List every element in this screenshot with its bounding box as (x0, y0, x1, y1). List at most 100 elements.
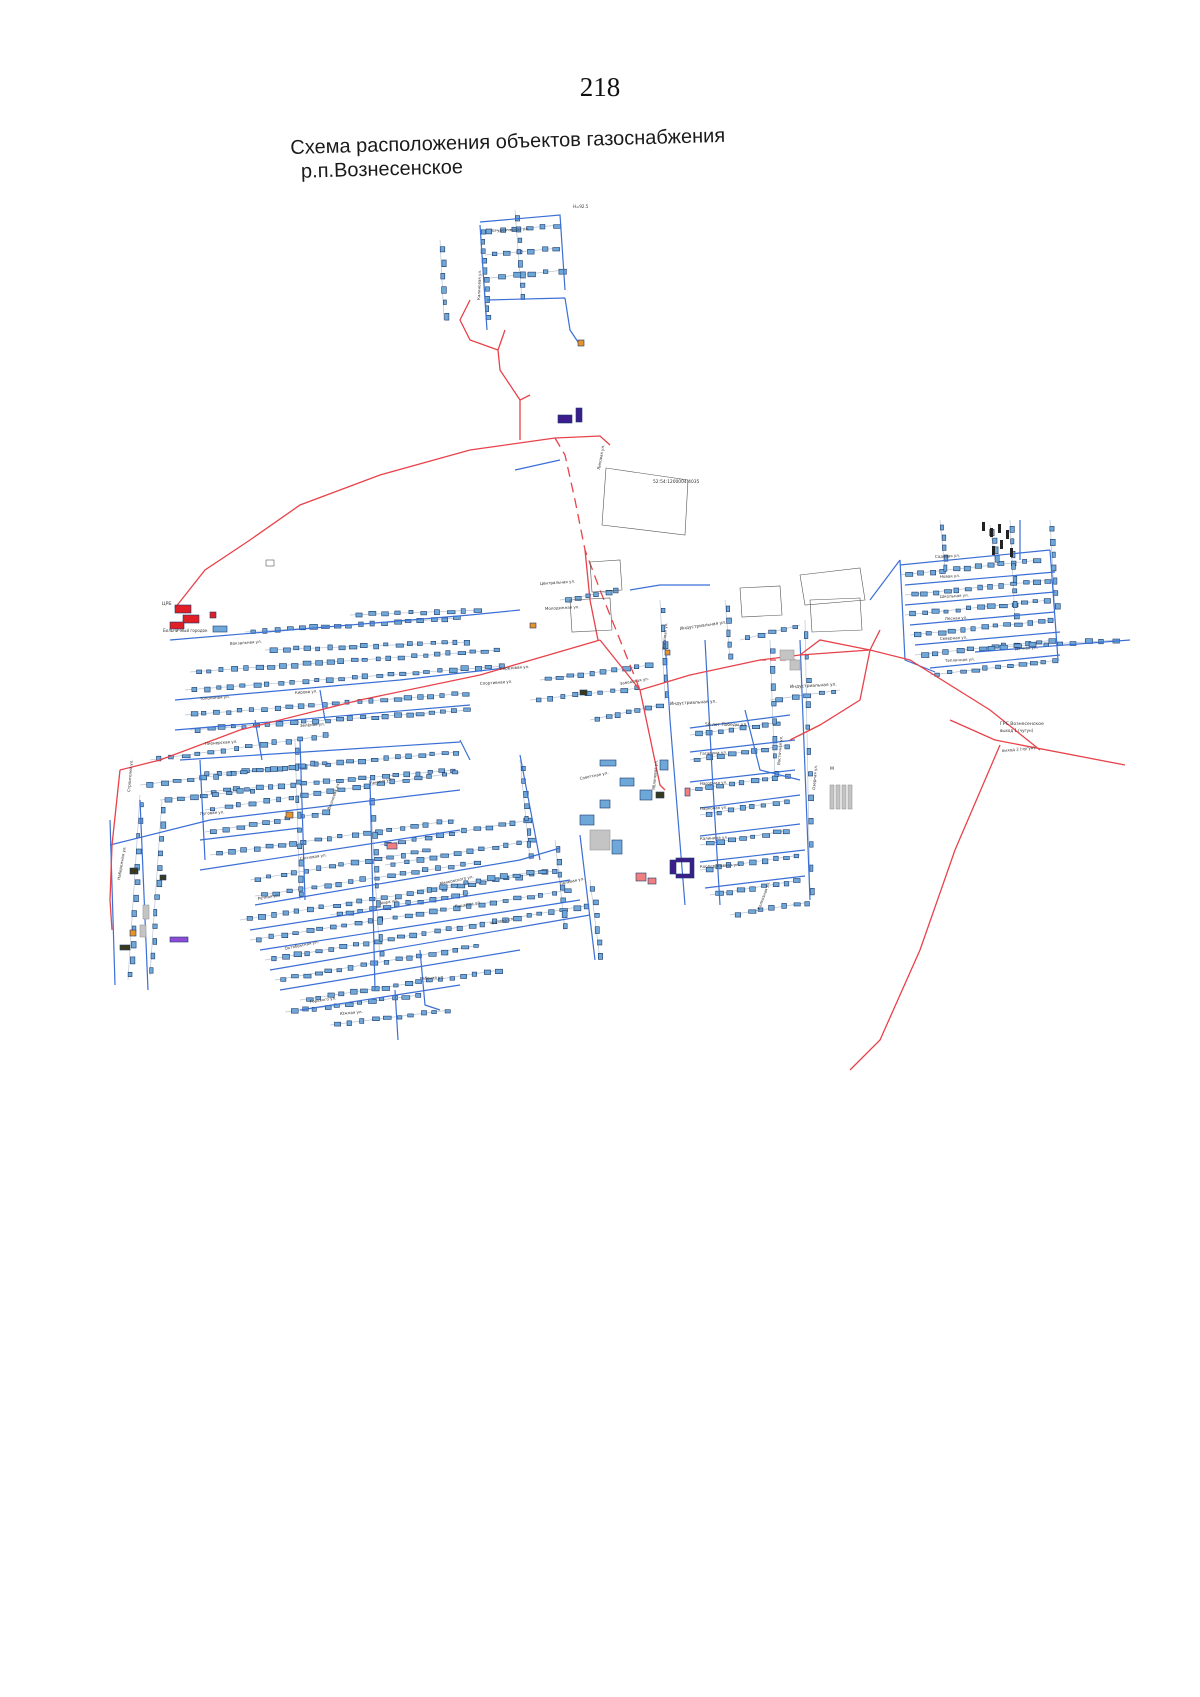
building (589, 886, 595, 892)
building (772, 801, 780, 806)
low-pressure-pipe (799, 639, 811, 901)
building (466, 903, 472, 909)
building (281, 932, 289, 938)
building (512, 873, 521, 878)
building (322, 732, 329, 738)
pink-object (386, 842, 398, 850)
building (552, 891, 557, 896)
building (395, 643, 404, 648)
building (453, 905, 461, 912)
building (393, 983, 399, 988)
building (966, 605, 972, 611)
building (462, 692, 470, 697)
building (772, 829, 782, 834)
low-pressure-pipe (259, 899, 581, 951)
building (190, 711, 199, 717)
building (228, 848, 236, 855)
building (360, 642, 368, 648)
building (302, 679, 310, 685)
building (473, 608, 482, 613)
building (544, 676, 552, 681)
building (771, 700, 777, 707)
high-pressure-pipe (789, 649, 871, 741)
building (277, 766, 284, 772)
building (434, 651, 441, 657)
low-pressure-pipe (629, 584, 710, 591)
label-gorkogo: Горького ул. (309, 995, 336, 1004)
building (517, 260, 523, 268)
building (783, 881, 790, 887)
dark-object (159, 874, 167, 881)
building (995, 664, 1001, 670)
building (282, 910, 289, 916)
building (328, 947, 335, 952)
boiler-house (209, 611, 217, 619)
building (290, 720, 299, 726)
building (560, 897, 566, 903)
land-plot (601, 467, 689, 536)
building (397, 1015, 403, 1020)
building (337, 833, 343, 839)
building (444, 312, 450, 321)
building (768, 629, 777, 634)
building (491, 251, 498, 257)
building (381, 611, 389, 617)
building (386, 827, 393, 832)
building (414, 775, 423, 781)
building (808, 817, 814, 825)
building (374, 883, 379, 889)
building (780, 627, 787, 632)
boiler-house (182, 614, 200, 624)
building (409, 932, 417, 939)
building (136, 848, 142, 855)
dark-object (129, 867, 139, 875)
building (966, 646, 975, 652)
pink-object (635, 872, 647, 882)
building (426, 774, 432, 779)
building (942, 649, 949, 655)
label-pushkina: Пушкина ул. (454, 899, 481, 909)
building (427, 694, 434, 700)
building (236, 788, 244, 794)
building (781, 903, 787, 909)
building (922, 610, 929, 615)
label-lipovaya: Липовая ул. (596, 444, 605, 470)
low-pressure-pipe (699, 794, 801, 809)
high-pressure-pipe (497, 329, 521, 401)
building (207, 750, 215, 755)
building (440, 272, 446, 280)
building (326, 836, 332, 842)
high-pressure-pipe (799, 639, 871, 656)
building (761, 883, 767, 888)
building (239, 683, 246, 688)
building (1023, 580, 1030, 585)
building (152, 923, 158, 929)
building (783, 856, 790, 860)
label-parkovaya: Парковая ул. (700, 805, 728, 811)
building (374, 866, 380, 873)
building (300, 792, 309, 798)
building (594, 912, 600, 918)
building (130, 956, 136, 965)
building (715, 864, 722, 870)
low-pressure-pipe (319, 689, 326, 721)
building (363, 941, 370, 947)
building (639, 789, 653, 801)
high-pressure-pipe (849, 744, 1001, 1071)
building (485, 825, 494, 831)
building (371, 815, 377, 822)
building (757, 632, 766, 638)
building (417, 694, 424, 700)
public-building (169, 936, 189, 943)
building (236, 802, 241, 808)
building (1043, 598, 1051, 604)
label-industrialnaya2: Индустриальная ул. (670, 699, 717, 707)
building (943, 609, 949, 614)
building (368, 998, 377, 1004)
building (716, 784, 724, 789)
building (564, 888, 572, 893)
building (244, 787, 250, 792)
building (360, 714, 367, 719)
building (572, 691, 579, 697)
building (410, 824, 419, 829)
